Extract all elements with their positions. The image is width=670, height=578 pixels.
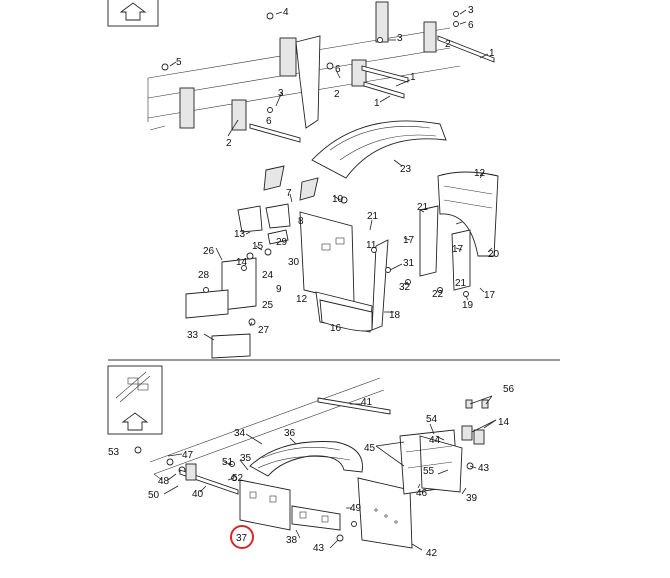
callout-1c: 1 (489, 48, 495, 59)
callout-43a: 43 (478, 463, 490, 474)
callout-5: 5 (176, 57, 182, 68)
callout-43b: 43 (313, 543, 325, 554)
callout-15: 15 (252, 241, 264, 252)
callout-53: 53 (108, 447, 120, 458)
callout-37: 37 (236, 533, 248, 544)
callout-42: 42 (426, 548, 438, 559)
callout-4: 4 (283, 7, 289, 18)
callout-35: 35 (240, 453, 252, 464)
callout-2b: 2 (334, 89, 340, 100)
callout-12a: 12 (474, 168, 486, 179)
callouts-top: 4 5 2 3 6 3 6 2 3 6 2 1 1 1 23 7 10 13 2… (176, 5, 500, 341)
bottom-assembly: 41 56 54 14 34 36 44 45 53 47 35 51 55 4… (107, 365, 515, 559)
callout-14b: 14 (498, 417, 510, 428)
callout-47: 47 (182, 450, 194, 461)
callout-29: 29 (276, 237, 288, 248)
callout-46: 46 (416, 488, 428, 499)
callout-17c: 17 (484, 290, 496, 301)
fasteners-bottom (134, 446, 474, 542)
callout-44: 44 (429, 435, 441, 446)
callout-6a: 6 (266, 116, 272, 127)
bracket-assembly-left (237, 165, 319, 245)
callout-7: 7 (286, 188, 292, 199)
callout-27: 27 (258, 325, 270, 336)
callouts-bottom: 41 56 54 14 34 36 44 45 53 47 35 51 55 4… (108, 384, 515, 559)
callout-12b: 12 (296, 294, 308, 305)
callout-33: 33 (187, 330, 199, 341)
leader-lines-bottom (163, 395, 497, 551)
up-arrow-icon (121, 412, 149, 431)
highlight-ring (230, 525, 254, 549)
callout-50: 50 (148, 490, 160, 501)
callout-9: 9 (276, 284, 282, 295)
callout-1b: 1 (374, 98, 380, 109)
mudguard-right (340, 171, 499, 297)
callout-26: 26 (203, 246, 215, 257)
mudflap-panel-center (299, 211, 373, 333)
callout-14: 14 (236, 257, 248, 268)
callout-2c: 2 (445, 39, 451, 50)
callout-13: 13 (234, 229, 246, 240)
callout-56: 56 (503, 384, 515, 395)
callout-6b: 6 (335, 64, 341, 75)
callout-24: 24 (262, 270, 274, 281)
callout-8: 8 (298, 216, 304, 227)
callout-28: 28 (198, 270, 210, 281)
callout-1a: 1 (410, 72, 416, 83)
callout-30: 30 (288, 257, 300, 268)
callout-39: 39 (466, 493, 478, 504)
callout-11: 11 (366, 240, 377, 251)
callout-34: 34 (234, 428, 246, 439)
callout-21b: 21 (417, 202, 429, 213)
callout-45: 45 (364, 443, 376, 454)
callout-32: 32 (399, 282, 411, 293)
callout-38: 38 (286, 535, 298, 546)
callout-22: 22 (432, 289, 444, 300)
callout-20: 20 (488, 249, 500, 260)
callout-3c: 3 (468, 5, 474, 16)
callout-17b: 17 (452, 244, 464, 255)
callout-16: 16 (330, 323, 342, 334)
callout-10: 10 (332, 194, 344, 205)
callout-21a: 21 (367, 211, 379, 222)
callout-3b: 3 (397, 33, 403, 44)
mudguard-bottom (249, 441, 363, 477)
callout-36: 36 (284, 428, 296, 439)
callout-51: 51 (222, 457, 234, 468)
top-assembly: 4 5 2 3 6 3 6 2 3 6 2 1 1 1 23 7 10 13 2… (107, 0, 500, 359)
frame-rail (147, 1, 495, 143)
callout-23: 23 (400, 164, 412, 175)
mount-bracket-bottom (239, 479, 341, 531)
callout-21c: 21 (455, 278, 467, 289)
callout-25: 25 (262, 300, 274, 311)
callout-2a: 2 (226, 138, 232, 149)
callout-3a: 3 (278, 88, 284, 99)
bracket-assembly-right (399, 399, 489, 495)
callout-41: 41 (361, 397, 373, 408)
callout-19: 19 (462, 300, 474, 311)
callout-6c: 6 (468, 20, 474, 31)
plate-holder (185, 248, 272, 359)
callout-48: 48 (158, 476, 170, 487)
orientation-box-bottom (107, 365, 163, 435)
up-arrow-icon (119, 2, 147, 21)
mud-flap-42 (357, 477, 413, 549)
callout-55: 55 (423, 466, 435, 477)
mudguard-top (311, 120, 447, 179)
frame-rail-bottom (149, 377, 391, 481)
rubber-strip (371, 239, 389, 331)
callout-31: 31 (403, 258, 415, 269)
callout-54: 54 (426, 414, 438, 425)
callout-17a: 17 (403, 235, 415, 246)
callout-18: 18 (389, 310, 401, 321)
callout-49: 49 (350, 503, 362, 514)
leader-lines-top (169, 9, 493, 341)
orientation-box-top (107, 0, 159, 27)
callout-52: 52 (232, 473, 244, 484)
callout-40: 40 (192, 489, 204, 500)
